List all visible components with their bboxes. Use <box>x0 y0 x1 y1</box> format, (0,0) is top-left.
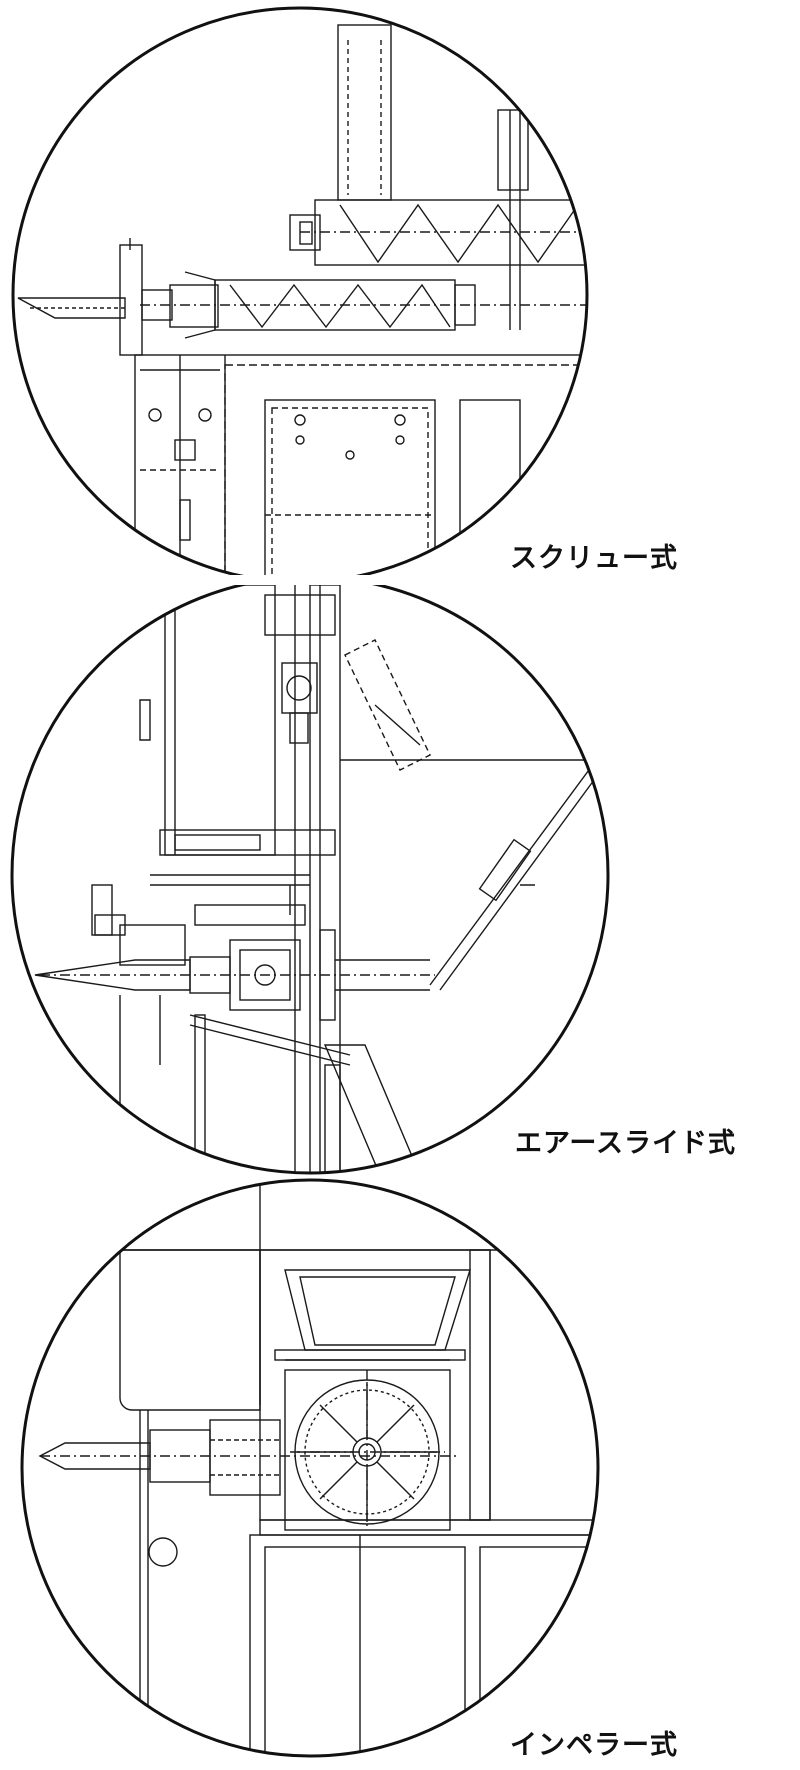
screw-type-panel: スクリュー式 <box>0 0 800 575</box>
side-plate <box>164 585 276 856</box>
valve-wheel <box>286 675 312 701</box>
air-slide-type-diagram <box>10 585 610 1175</box>
slide-incline <box>429 754 601 986</box>
lower-screw-flight <box>229 283 451 329</box>
impeller-type-caption: インペラー式 <box>510 1730 678 1761</box>
air-slide-type-panel: エアースライド式 <box>0 585 800 1175</box>
screw-type-caption: スクリュー式 <box>510 543 678 574</box>
left-cabinet <box>119 1249 261 1411</box>
screw-type-diagram <box>11 6 589 575</box>
air-slide-type-caption: エアースライド式 <box>515 1128 737 1159</box>
screw-type-circle <box>11 6 589 575</box>
impeller-type-panel: インペラー式 <box>0 1175 800 1770</box>
air-slide-type-circle <box>10 585 610 1175</box>
discharge-nozzle <box>17 297 126 319</box>
impeller-type-diagram <box>20 1178 600 1758</box>
upper-screw-flight <box>339 203 579 264</box>
motor-box <box>209 1419 281 1496</box>
rotary-valve <box>229 939 301 1011</box>
hopper-chute <box>337 24 392 201</box>
impeller-type-circle <box>20 1178 600 1758</box>
gauge-circle <box>148 1537 178 1567</box>
